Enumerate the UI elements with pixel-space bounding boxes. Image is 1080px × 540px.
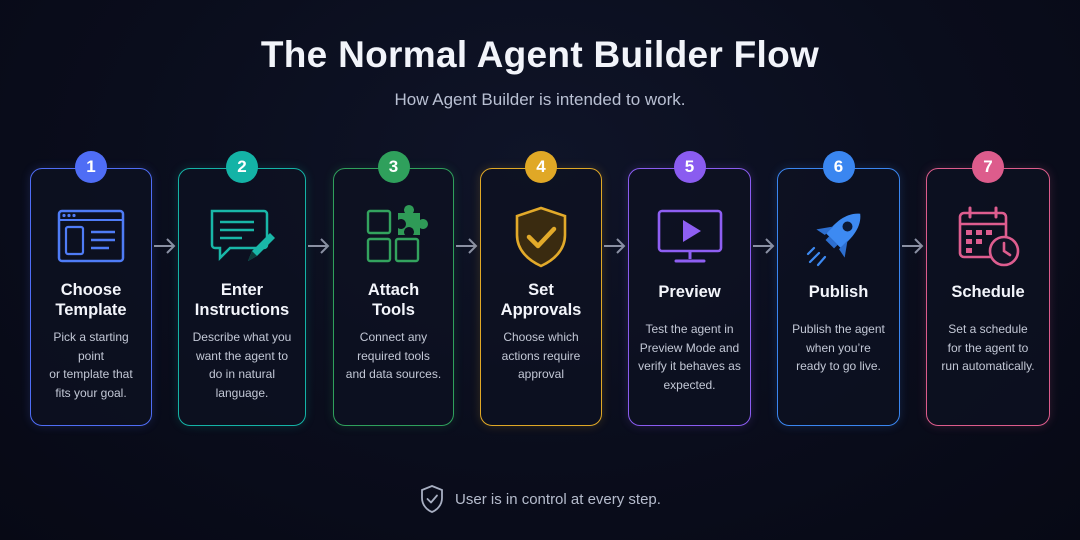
footer-text: User is in control at every step. <box>455 490 661 508</box>
arrow-right-icon <box>751 236 777 256</box>
step-number-badge: 1 <box>75 151 107 183</box>
calendar-clock-icon <box>954 205 1022 269</box>
template-window-icon <box>57 205 125 269</box>
page-title: The Normal Agent Builder Flow <box>260 34 820 75</box>
rocket-icon <box>805 205 873 269</box>
page-subtitle: How Agent Builder is intended to work. <box>394 90 686 109</box>
shield-check-icon <box>507 205 575 269</box>
step-title: Preview <box>658 283 721 301</box>
chat-pencil-icon <box>208 205 276 269</box>
arrow-right-icon <box>306 236 332 256</box>
step-title: Publish <box>808 283 869 301</box>
monitor-play-icon <box>656 205 724 269</box>
step-number-badge: 4 <box>525 151 557 183</box>
arrow-right-icon <box>152 236 178 256</box>
step-number-badge: 2 <box>226 151 258 183</box>
step-number-badge: 3 <box>377 151 410 183</box>
step-title: Schedule <box>951 283 1025 301</box>
shield-check-outline-icon <box>419 484 445 514</box>
arrow-right-icon <box>900 236 926 256</box>
step-number-badge: 6 <box>822 151 855 183</box>
footer-note: User is in control at every step. <box>0 484 1080 514</box>
step-number-badge: 7 <box>972 151 1004 183</box>
arrow-right-icon <box>602 236 628 256</box>
puzzle-icon <box>360 205 428 269</box>
step-number-badge: 5 <box>673 151 706 183</box>
arrow-right-icon <box>454 236 480 256</box>
